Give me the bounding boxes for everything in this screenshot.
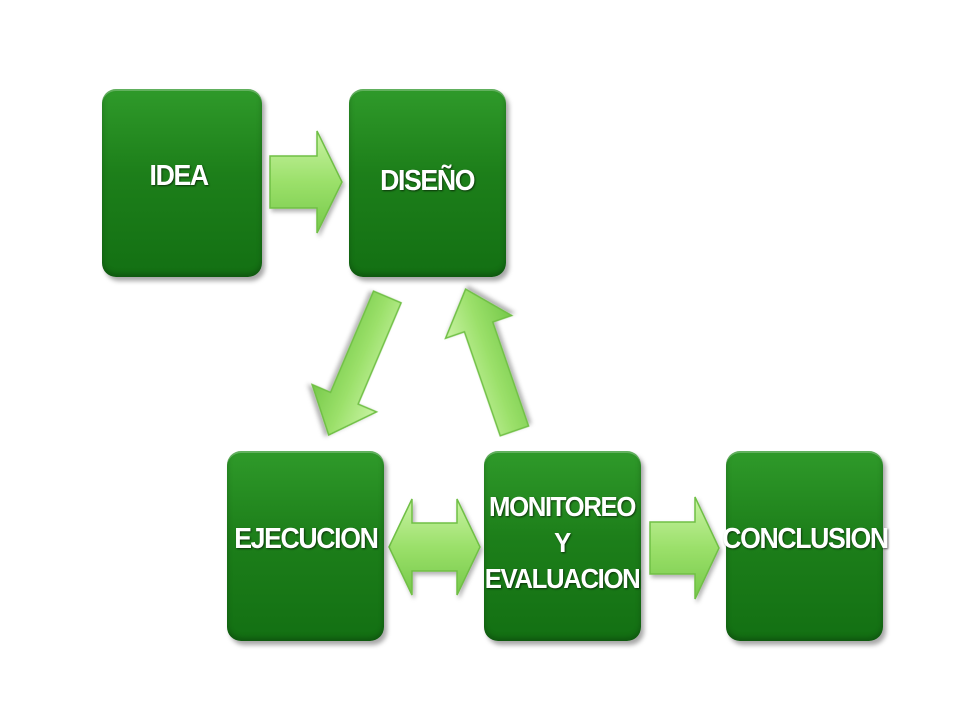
arrow-diseno-to-ejecucion [310, 290, 403, 437]
arrow-monitoreo-to-conclusion [649, 496, 720, 600]
node-conclusion: CONCLUSION [722, 451, 889, 641]
arrow-idea-to-diseno [269, 130, 343, 234]
node-diseno-label: DISEÑO [380, 164, 475, 197]
node-ejecucion-label: EJECUCION [233, 522, 379, 555]
arrow-ejecucion-monitoreo [388, 498, 481, 596]
node-ejecucion: EJECUCION [227, 451, 384, 641]
node-idea: IDEA [102, 89, 262, 277]
node-idea-label: IDEA [149, 159, 210, 192]
node-monitoreo: MONITOREO Y EVALUACION [484, 451, 641, 641]
arrow-monitoreo-to-diseno [444, 288, 530, 437]
node-monitoreo-label: MONITOREO Y EVALUACION [485, 491, 641, 594]
node-conclusion-label: CONCLUSION [721, 522, 889, 555]
node-diseno: DISEÑO [349, 89, 506, 277]
